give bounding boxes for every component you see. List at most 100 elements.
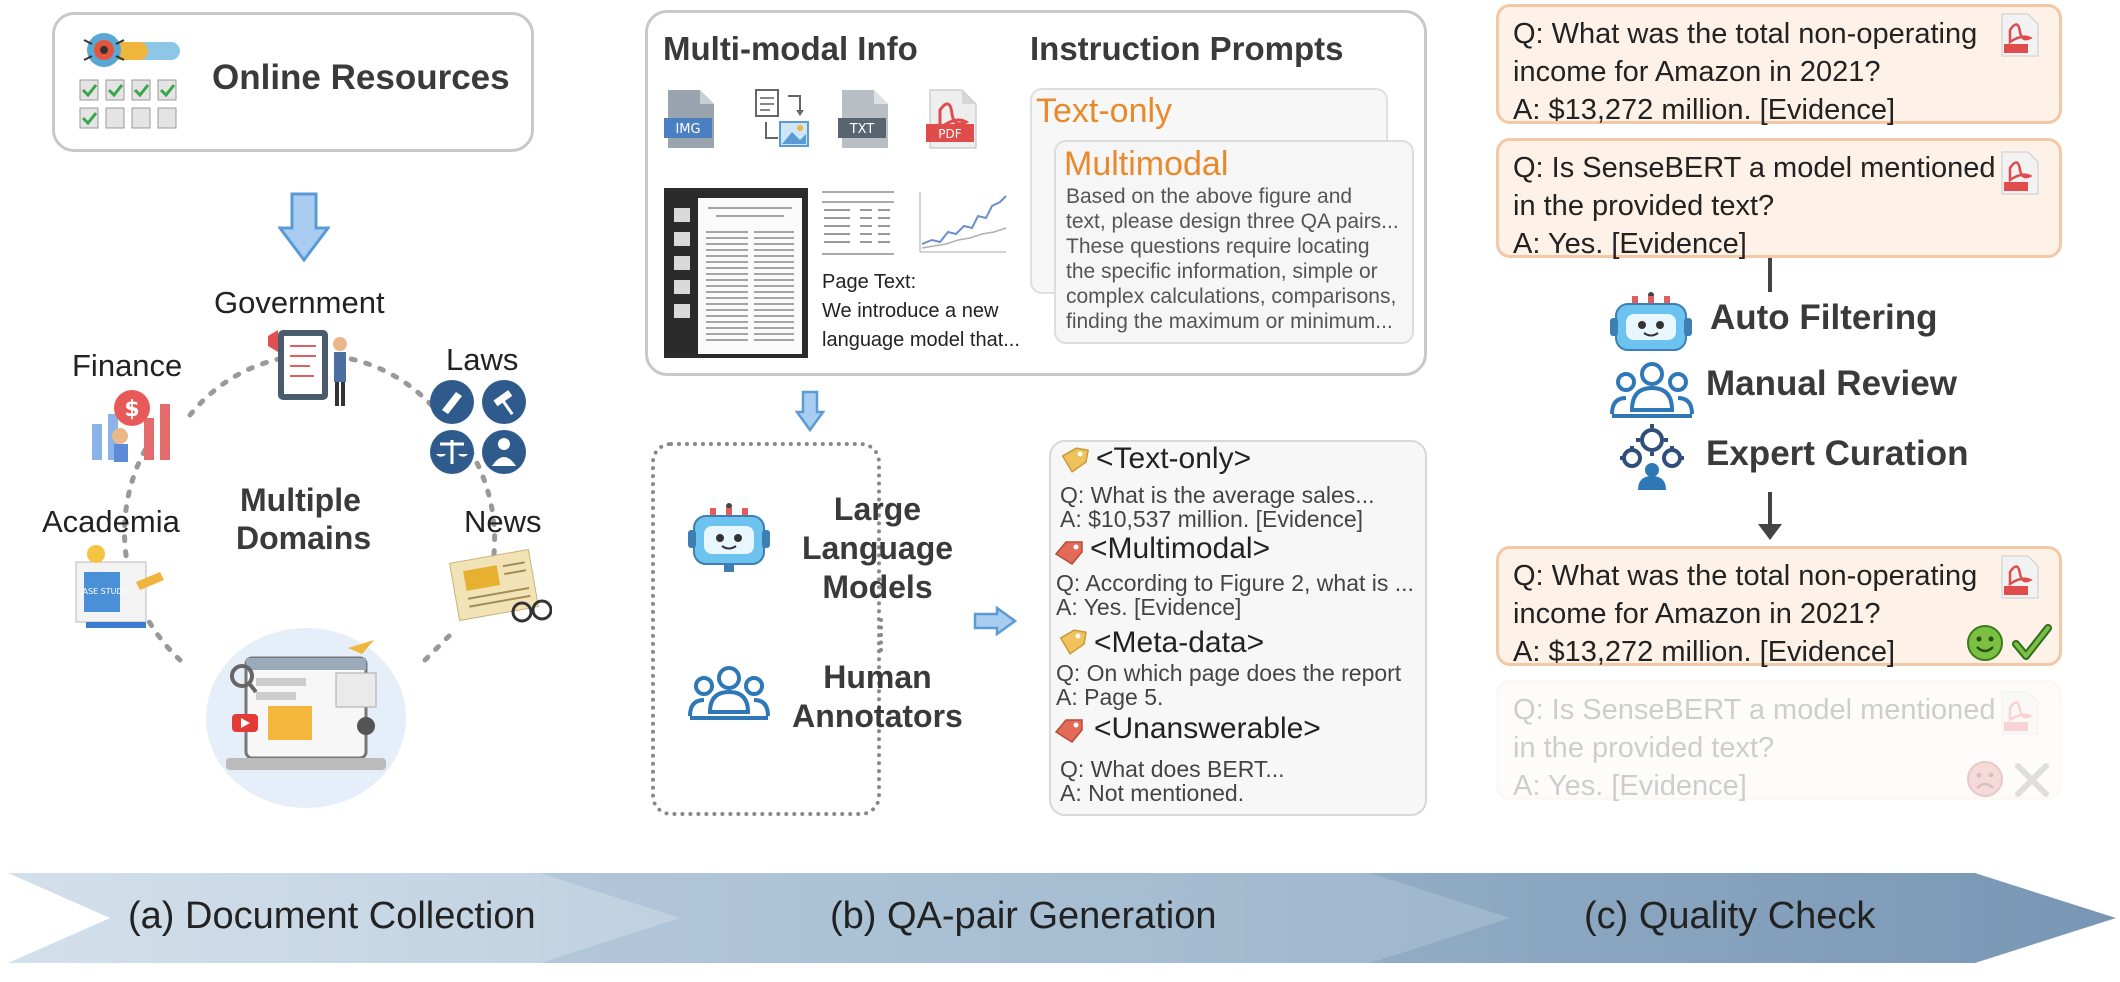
qa-question: Q: Is SenseBERT a model mentioned <box>1513 152 1996 184</box>
right-arrow-icon <box>973 606 1017 636</box>
tag-icon-yellow <box>1061 447 1089 473</box>
auto-filter-robot-icon <box>1610 292 1692 351</box>
check-auto-filtering: Auto Filtering <box>1710 298 1938 337</box>
tag-icon-red <box>1054 541 1083 565</box>
check-expert-curation: Expert Curation <box>1706 434 1969 473</box>
tag-icon-red <box>1054 719 1083 743</box>
qa-card: Q: What was the total non-operating inco… <box>1496 4 2062 126</box>
example-tag-metadata: <Meta-data> <box>1094 626 1265 659</box>
small-down-arrow-icon <box>795 390 825 433</box>
prompt-line: finding the maximum or minimum... <box>1066 310 1393 333</box>
check-manual-review: Manual Review <box>1706 364 1957 403</box>
academia-case-study-badge: CASE STUDY <box>77 587 127 596</box>
academia-icon: CASE STUDY <box>75 545 164 628</box>
domain-government: Government <box>214 285 385 320</box>
qa-answer: A: Yes. [Evidence] <box>1513 770 1747 802</box>
pdf-icon <box>2001 691 2039 735</box>
qa-card: Q: Is SenseBERT a model mentioned in the… <box>1496 138 2062 260</box>
stage-a-label: (a) Document Collection <box>128 895 536 937</box>
multimodal-info-title: Multi-modal Info <box>663 30 918 67</box>
example-answer: A: Page 5. <box>1056 684 1164 710</box>
domain-finance: Finance <box>72 348 183 383</box>
page-text-line: Page Text: <box>822 271 917 293</box>
image-text-convert-icon <box>755 89 809 147</box>
llm-label-line: Large <box>833 491 922 527</box>
tag-icon-yellow <box>1059 629 1087 655</box>
manual-review-icon <box>1610 362 1694 418</box>
txt-file-label: TXT <box>849 122 875 137</box>
example-question: Q: According to Figure 2, what is ... <box>1056 570 1414 596</box>
pdf-file-label: PDF <box>938 127 961 141</box>
laptop-web-icon <box>206 628 406 808</box>
text-only-prompt-label: Text-only <box>1036 92 1173 130</box>
qa-examples-box <box>1049 440 1427 816</box>
qa-question: Q: Is SenseBERT a model mentioned <box>1513 694 1996 726</box>
pdf-icon <box>2001 555 2039 599</box>
prompt-line: Based on the above figure and <box>1066 185 1353 208</box>
stage-b-label: (b) QA-pair Generation <box>830 895 1217 937</box>
qa-question-cont: income for Amazon in 2021? <box>1513 56 1881 88</box>
sad-face-icon <box>1967 761 2003 797</box>
generators-divider <box>879 618 883 652</box>
multiple-domains-label-2: Domains <box>236 520 372 556</box>
online-resources-title: Online Resources <box>212 58 510 97</box>
domain-academia: Academia <box>42 504 180 539</box>
txt-file-icon: TXT <box>838 90 888 148</box>
example-tag-unanswerable: <Unanswerable> <box>1094 712 1321 745</box>
pdf-icon <box>2001 13 2039 57</box>
connector-line <box>1768 258 1772 292</box>
qa-question-cont: in the provided text? <box>1513 190 1775 222</box>
government-icon <box>268 330 347 406</box>
svg-text:$: $ <box>124 397 139 422</box>
human-annotators-label: Human Annotators <box>790 658 965 736</box>
multimodal-prompt-card <box>1054 140 1414 344</box>
news-icon <box>448 548 552 623</box>
human-label-line: Human <box>823 659 932 695</box>
instruction-prompts-title: Instruction Prompts <box>1030 30 1344 67</box>
example-tag-text-only: <Text-only> <box>1096 442 1252 475</box>
example-question: Q: What is the average sales... <box>1060 482 1375 508</box>
domain-laws: Laws <box>446 342 519 377</box>
example-tag-multimodal: <Multimodal> <box>1090 532 1271 565</box>
document-page-thumbnail <box>664 188 808 358</box>
img-file-icon: IMG <box>664 90 714 148</box>
multiple-domains-label-1: Multiple <box>240 482 361 518</box>
finance-icon: $ <box>92 390 170 462</box>
qa-answer: A: $13,272 million. [Evidence] <box>1513 94 1896 126</box>
stage-banner <box>8 873 2116 963</box>
example-question: Q: What does BERT... <box>1060 756 1285 782</box>
smile-face-icon <box>1967 625 2003 661</box>
human-label-line: Annotators <box>792 698 963 734</box>
qa-answer: A: Yes. [Evidence] <box>1513 228 1747 260</box>
prompt-line: the specific information, simple or <box>1066 260 1378 283</box>
laws-icon <box>430 380 526 474</box>
example-question: Q: On which page does the report <box>1056 660 1402 686</box>
multimodal-prompt-label: Multimodal <box>1064 145 1229 183</box>
down-arrow-dark-icon <box>1758 492 1782 540</box>
qa-question-cont: in the provided text? <box>1513 732 1775 764</box>
prompt-line: complex calculations, comparisons, <box>1066 285 1397 308</box>
prompt-line: text, please design three QA pairs... <box>1066 210 1399 233</box>
example-answer: A: Not mentioned. <box>1060 780 1245 806</box>
robot-icon <box>688 503 770 572</box>
pdf-file-icon: PDF <box>926 89 977 149</box>
llm-label-line: Language <box>801 530 954 566</box>
table-thumbnail <box>820 188 896 258</box>
multimodal-prompt-text: Based on the above figure and text, plea… <box>1066 184 1399 334</box>
domain-news: News <box>464 504 542 539</box>
web-crawler-icon <box>79 33 180 129</box>
page-text-line: We introduce a new <box>822 300 999 322</box>
expert-curation-icon <box>1620 424 1684 490</box>
qa-answer: A: $13,272 million. [Evidence] <box>1513 636 1896 668</box>
human-group-icon <box>688 666 770 720</box>
qa-question-cont: income for Amazon in 2021? <box>1513 598 1881 630</box>
qa-question: Q: What was the total non-operating <box>1513 18 1978 50</box>
stage-c-label: (c) Quality Check <box>1584 895 1876 937</box>
line-chart-thumbnail <box>914 188 1010 258</box>
stage-b-arrow <box>530 873 1510 963</box>
stage-c-arrow <box>1310 873 2116 963</box>
check-mark-icon <box>2012 624 2052 660</box>
prompt-line: These questions require locating <box>1066 235 1370 258</box>
example-answer: A: Yes. [Evidence] <box>1056 594 1242 620</box>
page-text-line: language model that... <box>822 329 1020 351</box>
